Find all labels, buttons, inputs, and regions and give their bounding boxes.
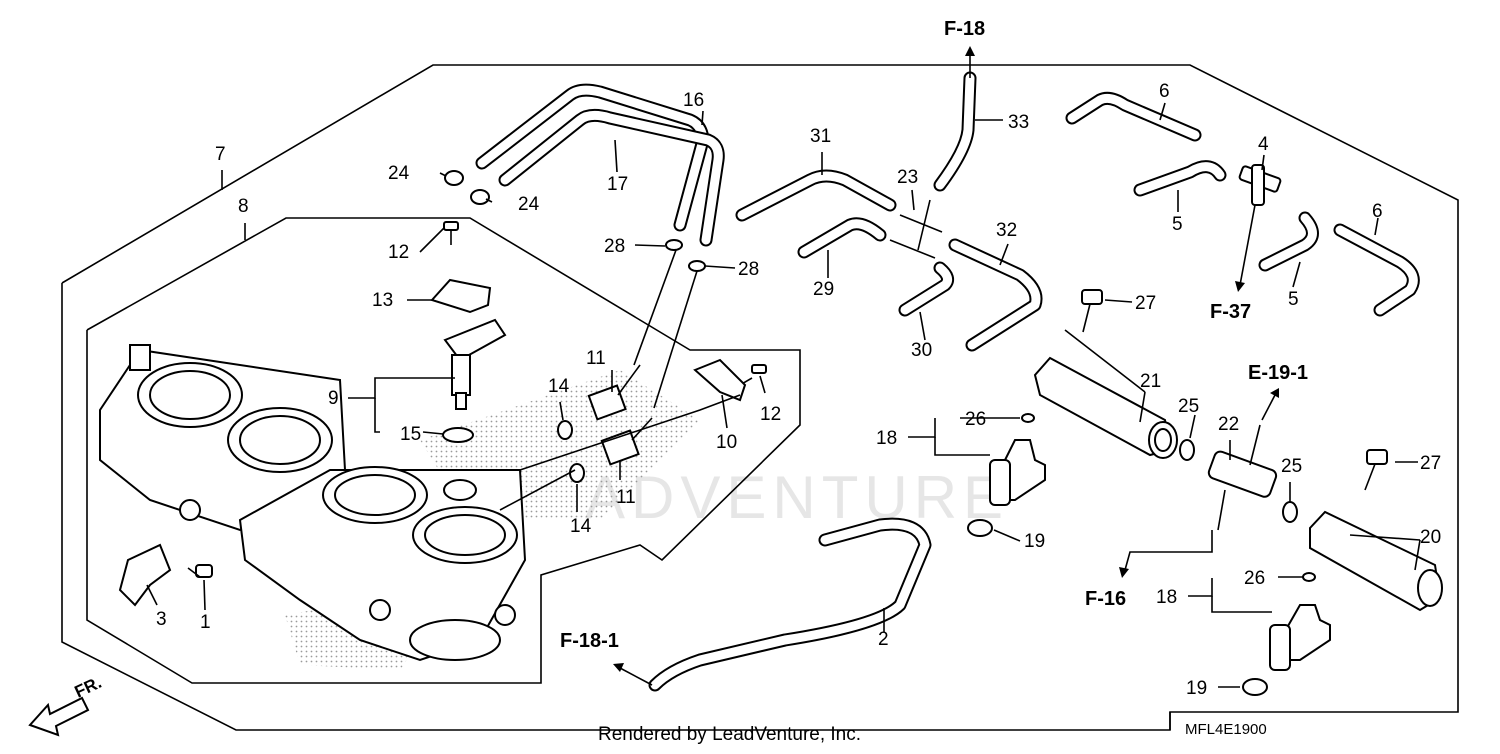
part-18-injector-upper — [989, 439, 1046, 506]
hoses — [475, 71, 1420, 692]
part-11-fitting-upper — [587, 364, 641, 421]
part-14-washer-lower — [569, 463, 585, 483]
callout-12b: 12 — [760, 404, 781, 425]
callout-29: 29 — [813, 279, 834, 300]
callout-16: 16 — [683, 90, 704, 111]
part-1-bolt — [187, 564, 213, 578]
part-26-o-ring-lower — [1302, 572, 1316, 582]
callout-14b: 14 — [570, 516, 592, 537]
callout-26b: 26 — [1244, 568, 1265, 589]
ref-f37[interactable]: F-37 — [1210, 301, 1251, 323]
part-20-fuel-rail — [1309, 510, 1443, 612]
callout-4: 4 — [1258, 134, 1269, 155]
ref-f18[interactable]: F-18 — [944, 18, 985, 40]
callout-8: 8 — [238, 196, 249, 217]
callout-1-label: 1 — [200, 612, 211, 633]
callout-25a: 25 — [1178, 396, 1199, 417]
part-25-washer-right — [1282, 501, 1298, 523]
part-15-o-ring — [442, 427, 474, 443]
callout-28b: 28 — [738, 259, 759, 280]
leader-lines — [146, 102, 1421, 688]
footer-credit: Rendered by LeadVenture, Inc. — [598, 724, 861, 745]
part-26-o-ring-upper — [1021, 413, 1035, 423]
callout-27a: 27 — [1135, 293, 1156, 314]
throttle-body-assembly — [99, 344, 527, 662]
callout-14a: 14 — [548, 376, 570, 397]
callout-2: 2 — [878, 629, 889, 650]
part-12-screw — [443, 221, 459, 245]
front-direction-arrow — [28, 696, 90, 737]
callout-27b: 27 — [1420, 453, 1441, 474]
callout-3: 3 — [156, 609, 167, 630]
callout-10: 10 — [716, 432, 737, 453]
part-4-t-fitting — [1238, 164, 1282, 206]
part-3-bracket — [118, 543, 172, 607]
callout-18a: 18 — [876, 428, 897, 449]
callout-5a: 5 — [1172, 214, 1183, 235]
part-24-clip-upper — [444, 170, 464, 186]
callout-5b: 5 — [1288, 289, 1299, 310]
part-23-t-fitting — [889, 199, 943, 259]
callout-13: 13 — [372, 290, 393, 311]
part-27-bolt-lower — [1364, 449, 1388, 491]
reference-arrows — [613, 46, 1279, 730]
callout-9: 9 — [328, 388, 339, 409]
part-14-washer-upper — [557, 420, 573, 440]
assembly-7-boundary — [61, 64, 1459, 731]
callout-21: 21 — [1140, 371, 1161, 392]
ref-f16[interactable]: F-16 — [1085, 588, 1126, 610]
callout-19b: 19 — [1186, 678, 1207, 699]
callout-25b: 25 — [1281, 456, 1302, 477]
part-21-fuel-rail — [1033, 356, 1178, 459]
callout-labels: 3 1 2 4 5 5 6 6 7 8 9 10 11 11 12 12 13 … — [156, 81, 1441, 699]
part-28-clip-left — [665, 239, 683, 251]
part-24-clip-lower — [470, 189, 490, 205]
callout-15: 15 — [400, 424, 421, 445]
callout-28a: 28 — [604, 236, 625, 257]
callout-22: 22 — [1218, 414, 1239, 435]
part-19-seal-lower — [1242, 678, 1268, 696]
callout-18b: 18 — [1156, 587, 1177, 608]
direction-label: FR. — [72, 673, 105, 702]
part-13-bracket — [430, 278, 492, 314]
callout-11b: 11 — [616, 487, 636, 508]
callout-33: 33 — [1008, 112, 1029, 133]
part-22-joint — [1207, 424, 1278, 531]
assembly-8-boundary — [86, 217, 801, 684]
callout-20: 20 — [1420, 527, 1441, 548]
reference-labels: F-18 F-37 E-19-1 F-16 F-18-1 — [560, 18, 1308, 652]
part-9-sensor — [443, 318, 507, 410]
callout-12a: 12 — [388, 242, 409, 263]
callout-30: 30 — [911, 340, 932, 361]
callout-19a: 19 — [1024, 531, 1045, 552]
diagram-code: MFL4E1900 — [1185, 721, 1267, 738]
part-10-clip — [693, 358, 747, 402]
callout-31: 31 — [810, 126, 831, 147]
callout-6a: 6 — [1159, 81, 1170, 102]
callout-24b: 24 — [518, 194, 540, 215]
callout-24a: 24 — [388, 163, 410, 184]
callout-32: 32 — [996, 220, 1017, 241]
part-27-bolt-upper — [1081, 289, 1103, 333]
callout-17: 17 — [607, 174, 628, 195]
part-18-injector-lower — [1269, 604, 1331, 671]
callout-23: 23 — [897, 167, 918, 188]
watermark-text: ADVENTURE — [585, 464, 1009, 531]
part-19-seal-upper — [967, 519, 993, 537]
callout-6b: 6 — [1372, 201, 1383, 222]
callout-11a: 11 — [586, 348, 606, 369]
callout-7: 7 — [215, 144, 226, 165]
ref-f18-1[interactable]: F-18-1 — [560, 630, 619, 652]
part-25-washer-left — [1179, 439, 1195, 461]
callout-26a: 26 — [965, 409, 986, 430]
part-28-clip-right — [688, 260, 706, 272]
ref-e19-1[interactable]: E-19-1 — [1248, 362, 1308, 384]
